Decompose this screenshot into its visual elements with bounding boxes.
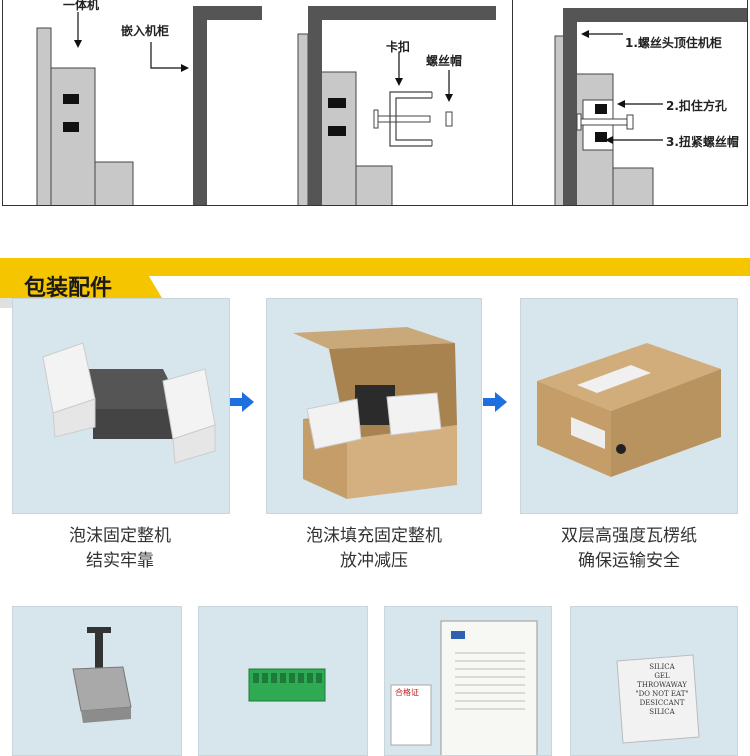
label-step-3: 3.扭紧螺丝帽 [666,135,739,149]
silica-line2: GEL [654,672,670,680]
mounting-clip-image [72,627,132,723]
caption-foam: 泡沫固定整机 结实牢靠 [0,524,240,574]
embed-diagram [36,6,263,205]
silica-line5: DESICCANT [639,699,685,707]
diagram-panel-2: 卡扣 螺丝帽 [262,0,514,206]
install-diagram [554,8,747,205]
label-clip: 卡扣 [386,40,411,54]
silica-line1: SILICA [649,663,675,671]
accessory-card-manual: 合格证 [384,606,552,756]
silica-line6: SILICA [649,708,675,716]
label-embed-cabinet: 嵌入机柜 [121,24,170,38]
diagram-panel-3: 1.螺丝头顶住机柜 2.扣住方孔 3.扭紧螺丝帽 [512,0,748,206]
caption-foam-line1: 泡沫固定整机 [69,526,171,546]
packaging-card-box-open [266,298,482,514]
arrow-icon [483,392,507,412]
silica-gel-image [616,654,700,744]
terminal-block-image [248,668,326,702]
silica-label: SILICA GEL THROWAWAY "DO NOT EAT" DESICC… [627,663,697,717]
accessory-card-clip [12,606,182,756]
caption-closed-box-line2: 确保运输安全 [578,551,680,571]
foam-image [42,342,216,464]
caption-open-box-line2: 放冲减压 [340,551,408,571]
diagram-panel-1: 一体机 嵌入机柜 [2,0,264,206]
caption-open-box-line1: 泡沫填充固定整机 [306,526,442,546]
section-title: 包装配件 [24,276,113,301]
silica-line4: "DO NOT EAT" [635,690,689,698]
label-screw-cap: 螺丝帽 [426,54,463,68]
label-step-1: 1.螺丝头顶住机柜 [625,36,722,50]
silica-line3: THROWAWAY [637,681,687,689]
clip-diagram [297,6,496,205]
closed-box-image [537,343,721,477]
label-all-in-one: 一体机 [63,0,100,12]
accessory-card-silica: SILICA GEL THROWAWAY "DO NOT EAT" DESICC… [570,606,738,756]
open-box-image [293,327,457,499]
certificate-label: 合格证 [395,688,419,697]
section-ribbon: 包装配件 [0,258,750,314]
label-step-2: 2.扣住方孔 [666,99,727,113]
caption-closed-box: 双层高强度瓦楞纸 确保运输安全 [509,524,749,574]
packaging-card-foam [12,298,230,514]
manual-certificate-image [390,620,538,755]
arrow-icon [230,392,254,412]
caption-closed-box-line1: 双层高强度瓦楞纸 [561,526,697,546]
packaging-card-box-closed [520,298,738,514]
caption-open-box: 泡沫填充固定整机 放冲减压 [254,524,494,574]
accessory-card-terminal [198,606,368,756]
caption-foam-line2: 结实牢靠 [86,551,154,571]
